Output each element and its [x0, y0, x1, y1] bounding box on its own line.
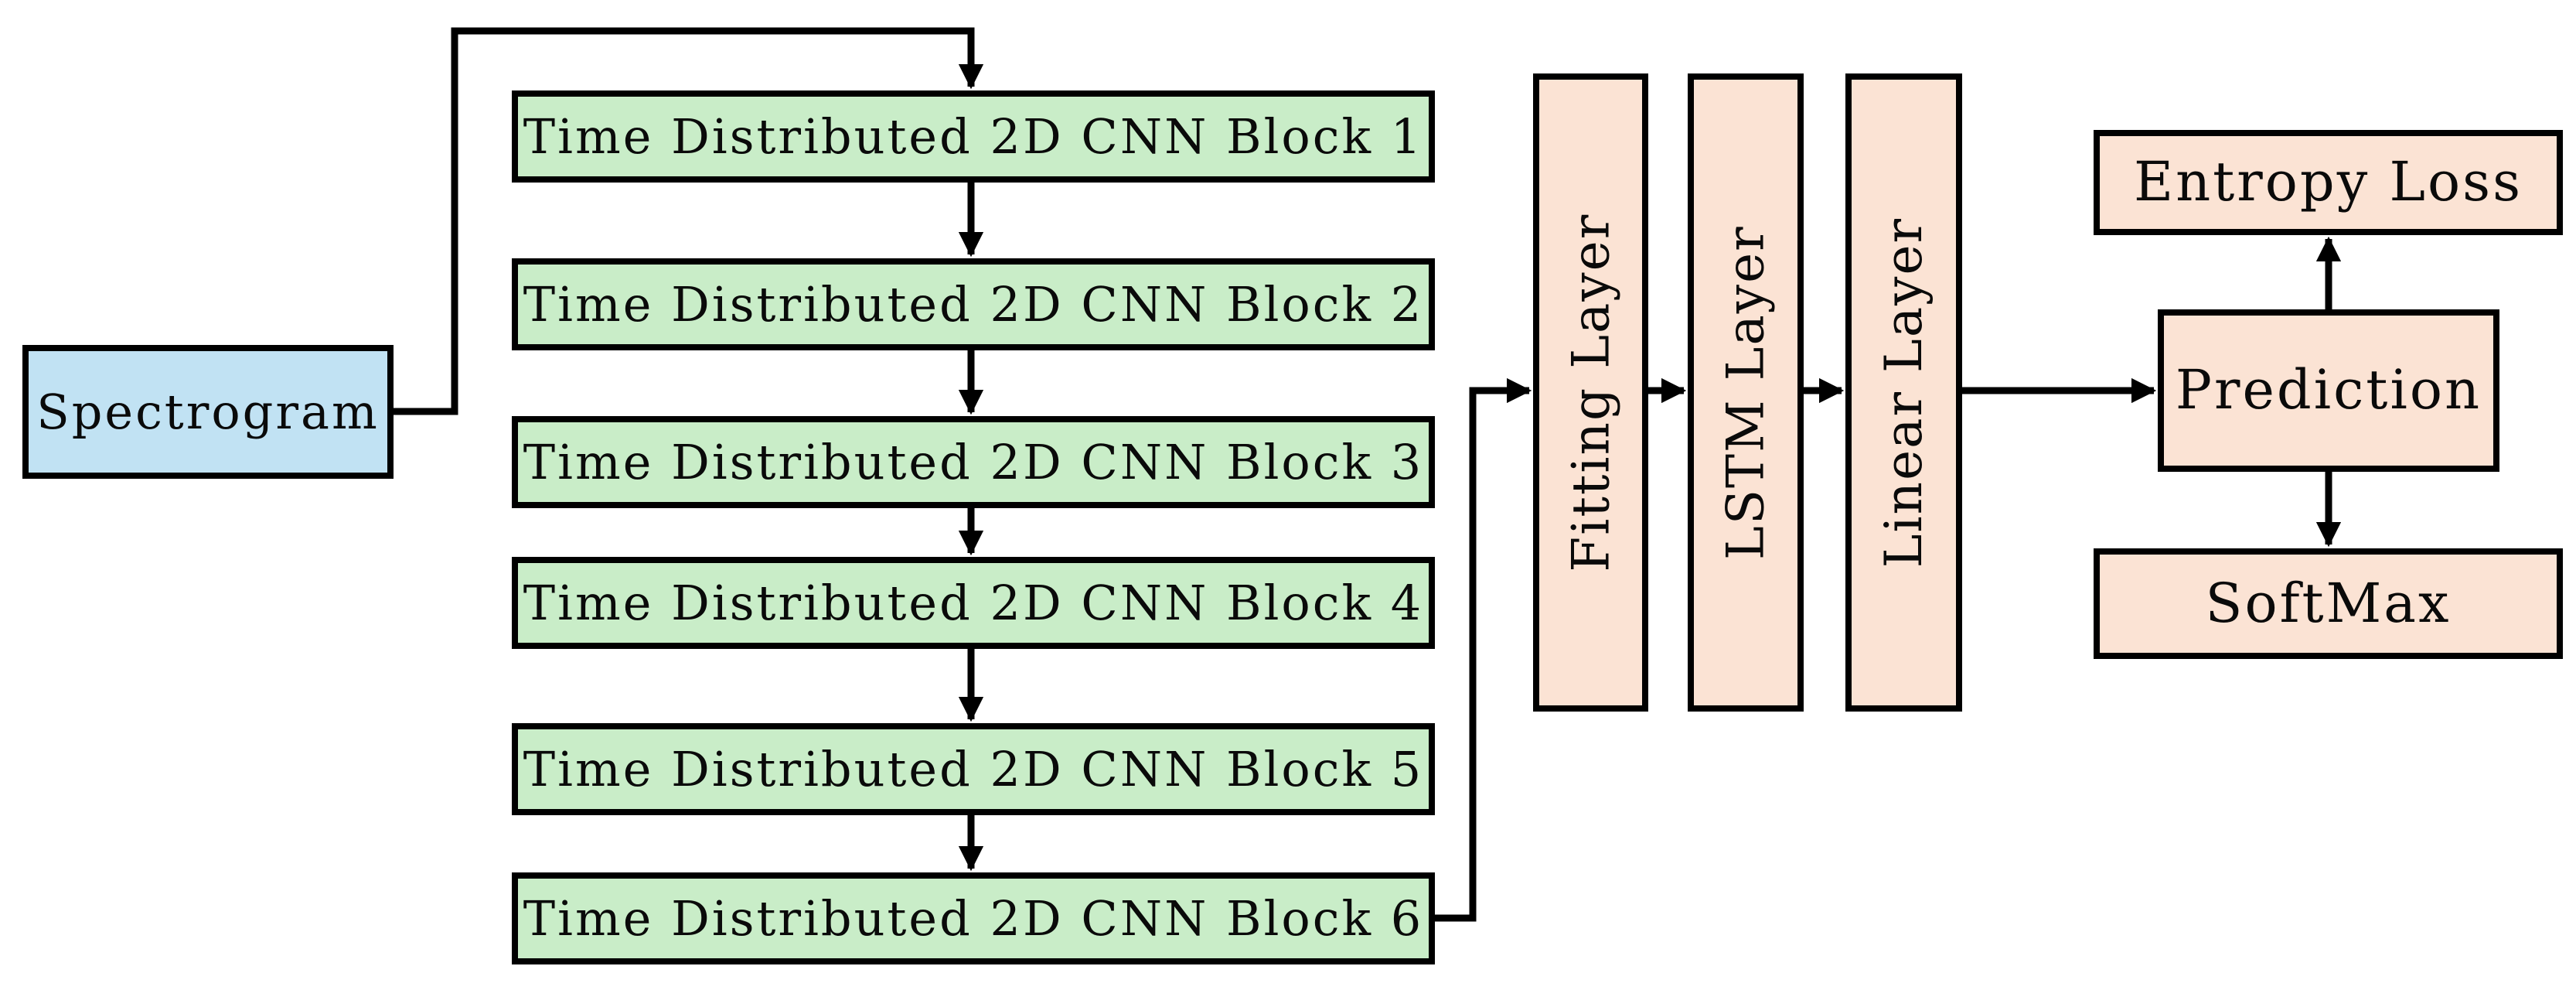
connector-spectrogram-to-cnn1 — [394, 27, 984, 415]
cnn-block-2-node: Time Distributed 2D CNN Block 2 — [512, 258, 1435, 350]
prediction-label: Prediction — [2175, 358, 2482, 422]
lstm-layer-node: LSTM Layer — [1688, 73, 1804, 712]
cnn-block-2-label: Time Distributed 2D CNN Block 2 — [523, 275, 1424, 333]
cnn-block-5-label: Time Distributed 2D CNN Block 5 — [523, 740, 1424, 797]
softmax-node: SoftMax — [2094, 548, 2563, 659]
prediction-node: Prediction — [2158, 309, 2499, 472]
cnn-block-6-label: Time Distributed 2D CNN Block 6 — [523, 889, 1424, 947]
cnn-block-3-label: Time Distributed 2D CNN Block 3 — [523, 433, 1424, 490]
softmax-label: SoftMax — [2205, 571, 2452, 635]
linear-layer-node: Linear Layer — [1845, 73, 1962, 712]
connector-cnn6-to-fitting — [1435, 377, 1532, 922]
fitting-layer-label: Fitting Layer — [1560, 213, 1620, 572]
fitting-layer-node: Fitting Layer — [1533, 73, 1648, 712]
entropy-loss-node: Entropy Loss — [2094, 130, 2563, 235]
spectrogram-label: Spectrogram — [36, 383, 380, 440]
cnn-block-1-node: Time Distributed 2D CNN Block 1 — [512, 90, 1435, 183]
linear-layer-label: Linear Layer — [1873, 217, 1934, 568]
cnn-block-4-node: Time Distributed 2D CNN Block 4 — [512, 557, 1435, 649]
entropy-loss-label: Entropy Loss — [2134, 150, 2523, 214]
cnn-block-5-node: Time Distributed 2D CNN Block 5 — [512, 723, 1435, 815]
cnn-block-1-label: Time Distributed 2D CNN Block 1 — [523, 108, 1424, 165]
spectrogram-node: Spectrogram — [22, 345, 394, 479]
cnn-block-6-node: Time Distributed 2D CNN Block 6 — [512, 872, 1435, 964]
cnn-block-3-node: Time Distributed 2D CNN Block 3 — [512, 416, 1435, 508]
lstm-layer-label: LSTM Layer — [1716, 225, 1776, 560]
cnn-block-4-label: Time Distributed 2D CNN Block 4 — [523, 574, 1424, 631]
